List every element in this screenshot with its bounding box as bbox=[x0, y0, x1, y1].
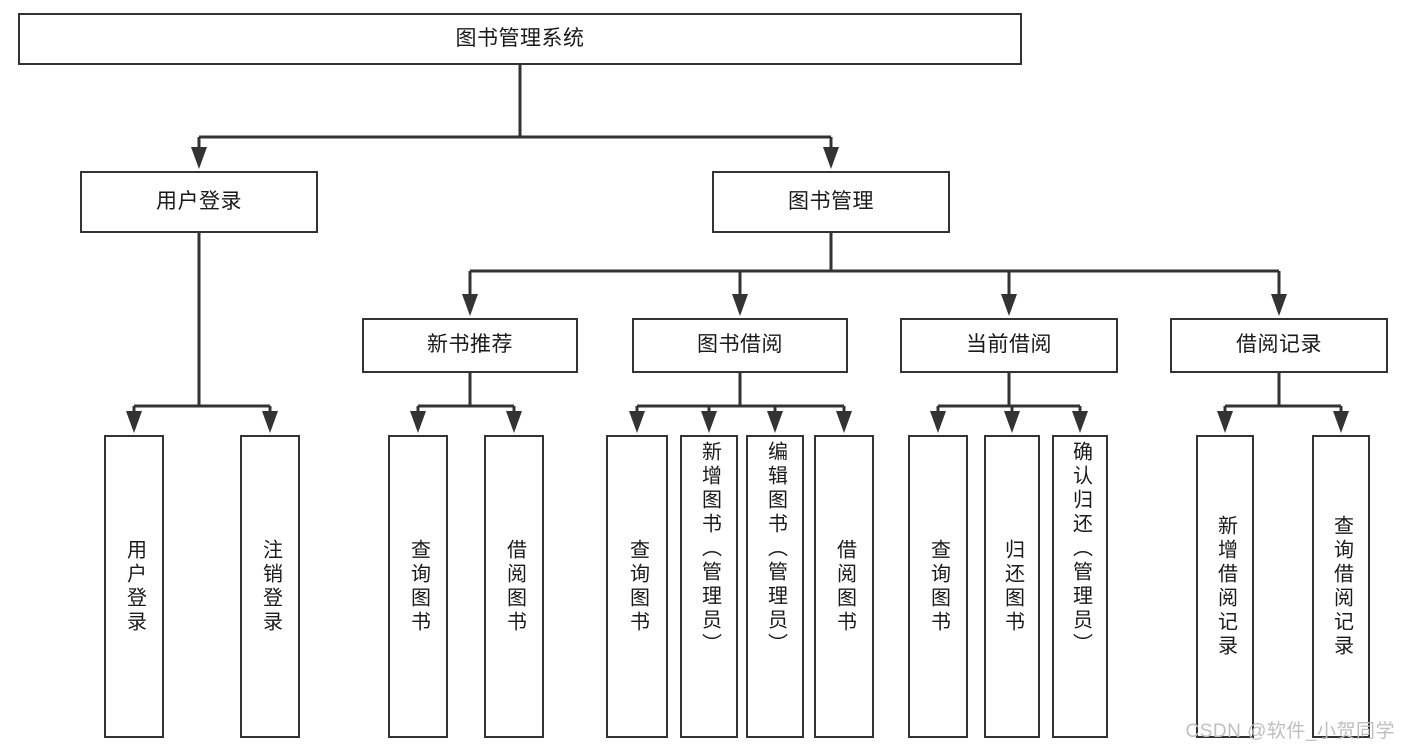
node-label: 新增图书（管理员） bbox=[698, 441, 721, 657]
arrow-head-icon bbox=[823, 147, 839, 169]
node-label: 图书管理系统 bbox=[455, 26, 585, 50]
node-label: 新增借阅记录 bbox=[1214, 514, 1237, 659]
node-label: 图书借阅 bbox=[697, 333, 783, 357]
node-l1[interactable]: 用户登录 bbox=[104, 435, 164, 738]
arrow-head-icon bbox=[410, 411, 426, 433]
watermark-label: CSDN @软件_小贺同学 bbox=[1185, 721, 1395, 742]
node-n3d[interactable]: 借阅记录 bbox=[1170, 318, 1388, 373]
node-label: 查询图书 bbox=[626, 538, 649, 635]
arrow-head-icon bbox=[836, 411, 852, 433]
node-label: 借阅图书 bbox=[503, 538, 526, 635]
node-l10[interactable]: 归还图书 bbox=[984, 435, 1040, 738]
node-l7[interactable]: 编辑图书（管理员） bbox=[746, 435, 804, 738]
arrow-head-icon bbox=[1271, 294, 1287, 316]
node-l6[interactable]: 新增图书（管理员） bbox=[680, 435, 738, 738]
node-label: 查询图书 bbox=[927, 538, 950, 635]
node-label: 借阅图书 bbox=[833, 538, 856, 635]
arrow-head-icon bbox=[629, 411, 645, 433]
node-label: 借阅记录 bbox=[1236, 333, 1322, 357]
arrow-head-icon bbox=[1217, 411, 1233, 433]
arrow-head-icon bbox=[462, 294, 478, 316]
arrow-head-icon bbox=[767, 411, 783, 433]
node-l3[interactable]: 查询图书 bbox=[388, 435, 448, 738]
arrow-head-icon bbox=[930, 411, 946, 433]
node-label: 当前借阅 bbox=[966, 333, 1052, 357]
node-label: 确认归还（管理员） bbox=[1069, 441, 1092, 657]
arrow-head-icon bbox=[1072, 411, 1088, 433]
node-label: 注销登录 bbox=[259, 538, 282, 635]
node-l12[interactable]: 新增借阅记录 bbox=[1196, 435, 1254, 738]
node-n3a[interactable]: 新书推荐 bbox=[362, 318, 578, 373]
node-n2a[interactable]: 用户登录 bbox=[80, 171, 318, 233]
arrow-head-icon bbox=[1333, 411, 1349, 433]
node-label: 归还图书 bbox=[1001, 538, 1024, 635]
arrow-head-icon bbox=[126, 411, 142, 433]
node-l11[interactable]: 确认归还（管理员） bbox=[1052, 435, 1108, 738]
node-l13[interactable]: 查询借阅记录 bbox=[1312, 435, 1370, 738]
node-label: 用户登录 bbox=[156, 189, 242, 213]
arrow-head-icon bbox=[262, 411, 278, 433]
arrow-head-icon bbox=[191, 147, 207, 169]
node-n3c[interactable]: 当前借阅 bbox=[900, 318, 1118, 373]
node-l2[interactable]: 注销登录 bbox=[240, 435, 300, 738]
node-l9[interactable]: 查询图书 bbox=[908, 435, 968, 738]
node-label: 查询借阅记录 bbox=[1330, 514, 1353, 659]
node-l4[interactable]: 借阅图书 bbox=[484, 435, 544, 738]
node-label: 图书管理 bbox=[788, 189, 874, 213]
arrow-head-icon bbox=[1004, 411, 1020, 433]
arrow-head-icon bbox=[701, 411, 717, 433]
node-n2b[interactable]: 图书管理 bbox=[712, 171, 950, 233]
node-n3b[interactable]: 图书借阅 bbox=[632, 318, 848, 373]
node-root[interactable]: 图书管理系统 bbox=[18, 13, 1022, 65]
node-label: 查询图书 bbox=[407, 538, 430, 635]
node-label: 编辑图书（管理员） bbox=[764, 441, 787, 657]
node-l5[interactable]: 查询图书 bbox=[606, 435, 668, 738]
node-l8[interactable]: 借阅图书 bbox=[814, 435, 874, 738]
arrow-head-icon bbox=[732, 294, 748, 316]
node-label: 新书推荐 bbox=[427, 333, 513, 357]
arrow-head-icon bbox=[1001, 294, 1017, 316]
arrow-head-icon bbox=[506, 411, 522, 433]
node-label: 用户登录 bbox=[123, 538, 146, 635]
